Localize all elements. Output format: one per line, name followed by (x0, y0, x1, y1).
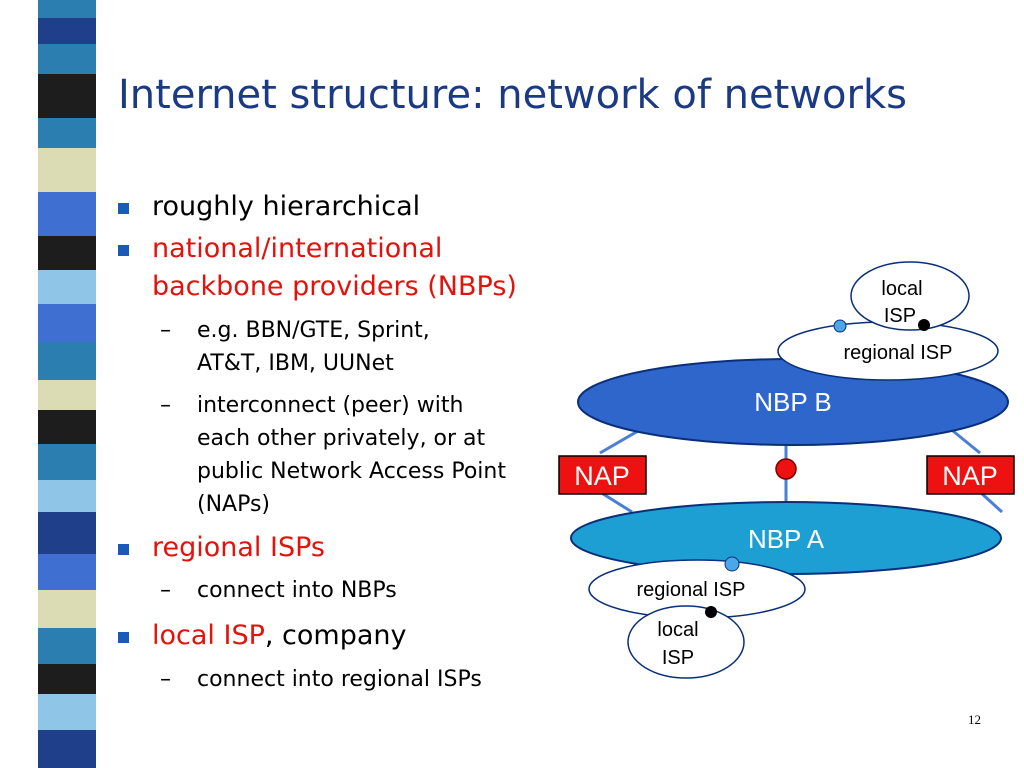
stripe-block (38, 44, 96, 74)
nap-left-box (558, 455, 647, 495)
stripe-block (38, 270, 96, 304)
sub-bullet-text: e.g. BBN/GTE, Sprint, (197, 318, 430, 343)
nbp-a-label: NBP A (748, 524, 825, 554)
local-isp-top-label-1: local (881, 278, 922, 300)
sub-bullet-text: (NAPs) (197, 492, 271, 517)
bullet-roughly-hierarchical: roughly hierarchical (112, 188, 582, 226)
stripe-block (38, 628, 96, 664)
stripe-block (38, 410, 96, 444)
local-isp-bottom-router (705, 606, 717, 618)
nap-left-label: NAP (574, 461, 630, 491)
sub-bullet-text: interconnect (peer) with (197, 393, 464, 418)
stripe-block (38, 304, 96, 342)
stripe-block (38, 118, 96, 148)
bullet-nbps: national/international backbone provider… (112, 230, 582, 306)
stripe-block (38, 512, 96, 554)
stripe-block (38, 342, 96, 380)
stripe-block (38, 380, 96, 410)
regional-isp-bottom-router (724, 556, 740, 572)
stripe-block (38, 148, 96, 192)
local-isp-top-label-2: ISP (884, 305, 916, 327)
sub-bullet-interconnect: interconnect (peer) with each other priv… (112, 389, 582, 521)
peering-router (775, 458, 797, 480)
stripe-block (38, 236, 96, 270)
sub-bullet-examples: e.g. BBN/GTE, Sprint, AT&T, IBM, UUNet (112, 314, 582, 380)
local-isp-bottom-label-1: local (657, 619, 698, 641)
nap-right-box (926, 455, 1015, 495)
bullet-text: regional ISPs (152, 532, 325, 563)
stripe-block (38, 0, 96, 18)
nbp-b-label: NBP B (754, 387, 832, 417)
stripe-block (38, 74, 96, 118)
bullet-list: roughly hierarchical national/internatio… (112, 188, 582, 696)
local-isp-bottom-node (627, 605, 745, 679)
link-nap-left-nbp-b (599, 429, 639, 455)
stripe-block (38, 554, 96, 590)
sub-bullet-text: each other privately, or at (197, 426, 486, 451)
regional-isp-top-label: regional ISP (844, 342, 953, 364)
stripe-block (38, 730, 96, 768)
regional-isp-top-router (833, 319, 847, 333)
stripe-block (38, 480, 96, 512)
stripe-block (38, 664, 96, 694)
stripe-block (38, 18, 96, 44)
link-nap-right-nbp-b (952, 429, 981, 455)
sub-bullet-text: public Network Access Point (197, 459, 506, 484)
local-isp-top-router (918, 319, 930, 331)
link-nap-left-nbp-a (599, 490, 633, 514)
stripe-block (38, 192, 96, 236)
sub-bullet-text: AT&T, IBM, UUNet (197, 351, 394, 376)
sub-bullet-connect-regional: connect into regional ISPs (112, 663, 582, 696)
stripe-block (38, 444, 96, 480)
local-isp-top-node (850, 261, 970, 331)
nap-right-label: NAP (942, 461, 998, 491)
link-nap-right-nbp-a (978, 490, 1004, 514)
slide-title: Internet structure: network of networks (118, 72, 907, 118)
stripe-block (38, 590, 96, 628)
decorative-stripe (38, 0, 96, 768)
sub-bullet-connect-nbps: connect into NBPs (112, 574, 582, 607)
bullet-text: roughly hierarchical (152, 191, 421, 222)
sub-bullet-text: connect into NBPs (197, 578, 397, 603)
bullet-text-red: local ISP (152, 620, 265, 651)
bullet-text: national/international (152, 233, 443, 264)
stripe-block (38, 694, 96, 730)
regional-isp-bottom-label: regional ISP (637, 579, 746, 601)
page-number: 12 (968, 712, 981, 727)
bullet-text: , company (264, 620, 407, 651)
sub-bullet-text: connect into regional ISPs (197, 667, 482, 692)
bullet-regional-isps: regional ISPs (112, 529, 582, 567)
bullet-local-isp: local ISP, company (112, 617, 582, 655)
local-isp-bottom-label-2: ISP (662, 647, 694, 669)
bullet-text: backbone providers (NBPs) (152, 271, 517, 302)
